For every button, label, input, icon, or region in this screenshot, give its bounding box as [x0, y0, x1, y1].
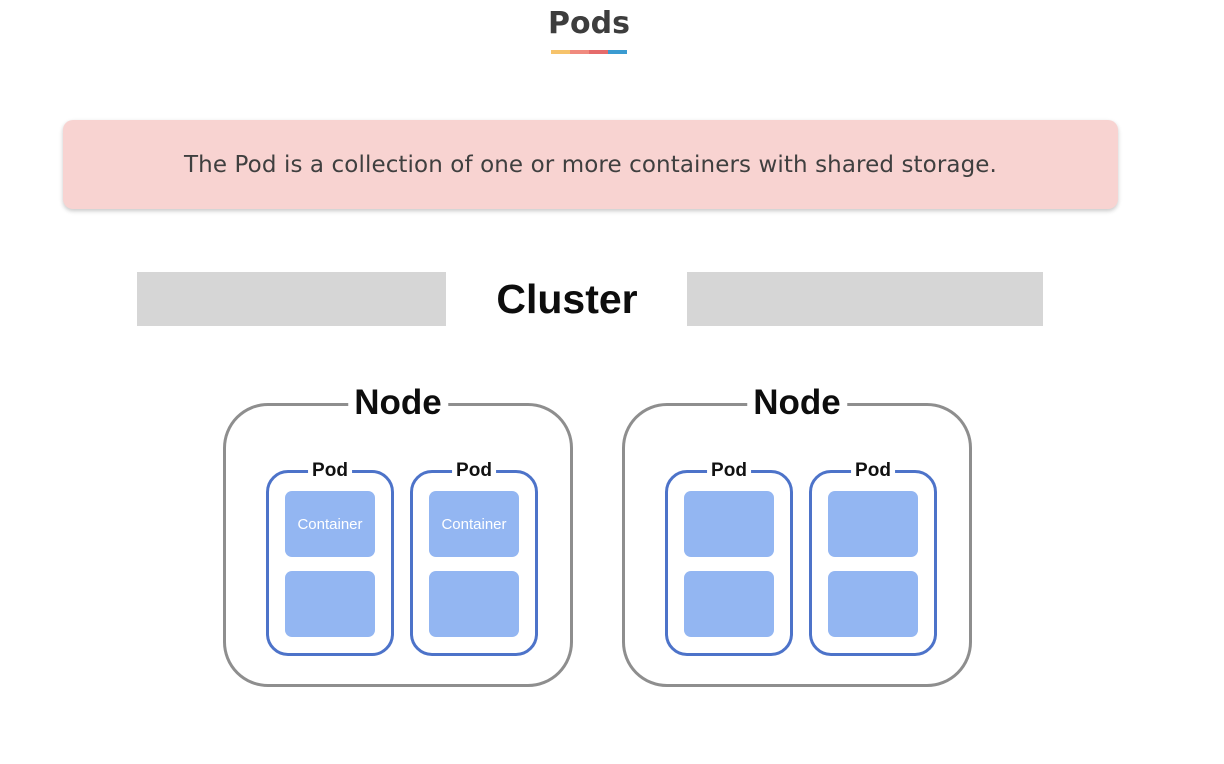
pod-1: Pod Container: [266, 460, 394, 656]
node-2: Node Pod Pod: [622, 382, 972, 687]
pod-4: Pod: [809, 460, 937, 656]
underline-segment: [551, 50, 570, 54]
container: [684, 491, 774, 557]
pod-3: Pod: [665, 460, 793, 656]
title-underline: [551, 50, 627, 54]
node-label: Node: [348, 382, 448, 424]
cluster-bar-right: [687, 272, 1043, 326]
container: [429, 571, 519, 637]
callout-text: The Pod is a collection of one or more c…: [184, 151, 997, 178]
container: [828, 491, 918, 557]
container: Container: [285, 491, 375, 557]
pod-label: Pod: [851, 460, 895, 482]
node-label: Node: [747, 382, 847, 424]
cluster-label: Cluster: [496, 276, 638, 322]
underline-segment: [570, 50, 589, 54]
pod-label: Pod: [452, 460, 496, 482]
pod-label: Pod: [707, 460, 751, 482]
node-1: Node Pod Container Pod Container: [223, 382, 573, 687]
underline-segment: [608, 50, 627, 54]
page-title: Pods: [548, 6, 630, 41]
definition-callout: The Pod is a collection of one or more c…: [63, 120, 1118, 209]
container: Container: [429, 491, 519, 557]
container: [285, 571, 375, 637]
container: [684, 571, 774, 637]
pod-label: Pod: [308, 460, 352, 482]
cluster-bar-left: [137, 272, 446, 326]
underline-segment: [589, 50, 608, 54]
pod-2: Pod Container: [410, 460, 538, 656]
container: [828, 571, 918, 637]
